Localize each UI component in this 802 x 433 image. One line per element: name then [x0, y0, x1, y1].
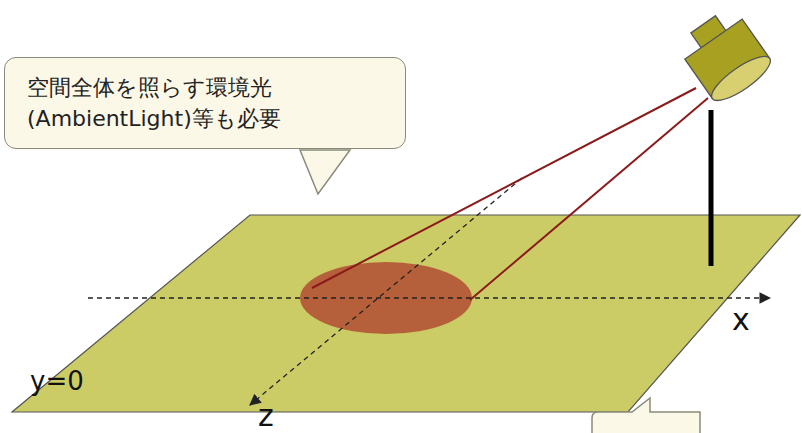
floor-plane: [12, 215, 800, 412]
axis-label: x: [732, 305, 750, 335]
callout-tail: [300, 150, 350, 194]
callout-bubble: 空間全体を照らす環境光 (AmbientLight)等も必要: [4, 57, 406, 149]
light-ray: [470, 98, 708, 300]
lamp-pole: [709, 110, 714, 266]
x-axis: [88, 297, 770, 298]
callout-bubble: [592, 398, 700, 433]
callout-text: 空間全体を照らす環境光 (AmbientLight)等も必要: [27, 72, 383, 134]
plane-label: y=0: [30, 368, 84, 394]
spotlight: [674, 4, 776, 107]
axis-label: z: [258, 401, 274, 431]
